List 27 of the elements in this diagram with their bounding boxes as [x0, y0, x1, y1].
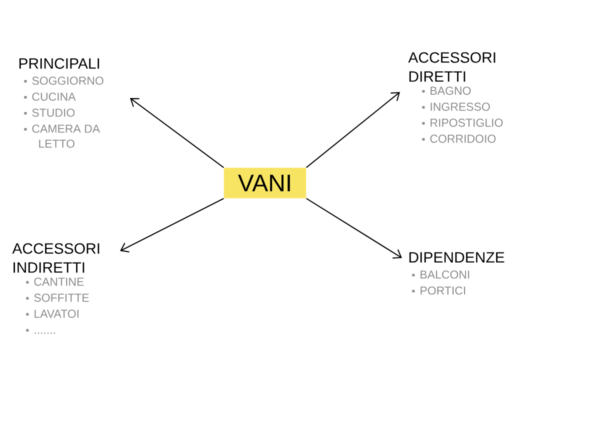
category-list: [409, 252, 504, 295]
list-item: SOFFITTE: [26, 294, 89, 302]
heading: ACCESSORI INDIRETTI: [12, 243, 100, 273]
list-item: RIPOSTIGLIO: [422, 118, 503, 127]
list-item: BAGNO: [422, 86, 471, 95]
arrow: [306, 92, 400, 168]
list-item: CUCINA: [24, 92, 76, 101]
list-item: LAVATOI: [26, 310, 78, 318]
category-list: [408, 52, 503, 143]
category-list: [19, 58, 104, 148]
heading: PRINCIPALI: [19, 58, 100, 69]
list-item: PORTICI: [412, 286, 466, 295]
heading: ACCESSORI DIRETTI: [408, 52, 496, 82]
list-item: SOGGIORNO: [24, 76, 104, 85]
list-item: INGRESSO: [422, 102, 490, 111]
highlighted-title: VANI: [224, 168, 306, 198]
arrow: [306, 198, 402, 259]
category-list: [12, 243, 100, 334]
list-item: .......: [26, 329, 56, 334]
list-item: STUDIO: [24, 108, 75, 117]
list-item: BALCONI: [412, 270, 470, 279]
list-item: CAMERA DA LETTO: [24, 124, 100, 148]
arrow: [130, 98, 224, 168]
heading: DIPENDENZE: [409, 252, 504, 263]
list-item: CORRIDOIO: [422, 134, 496, 143]
list-item: CANTINE: [26, 278, 84, 286]
arrow: [120, 198, 224, 252]
